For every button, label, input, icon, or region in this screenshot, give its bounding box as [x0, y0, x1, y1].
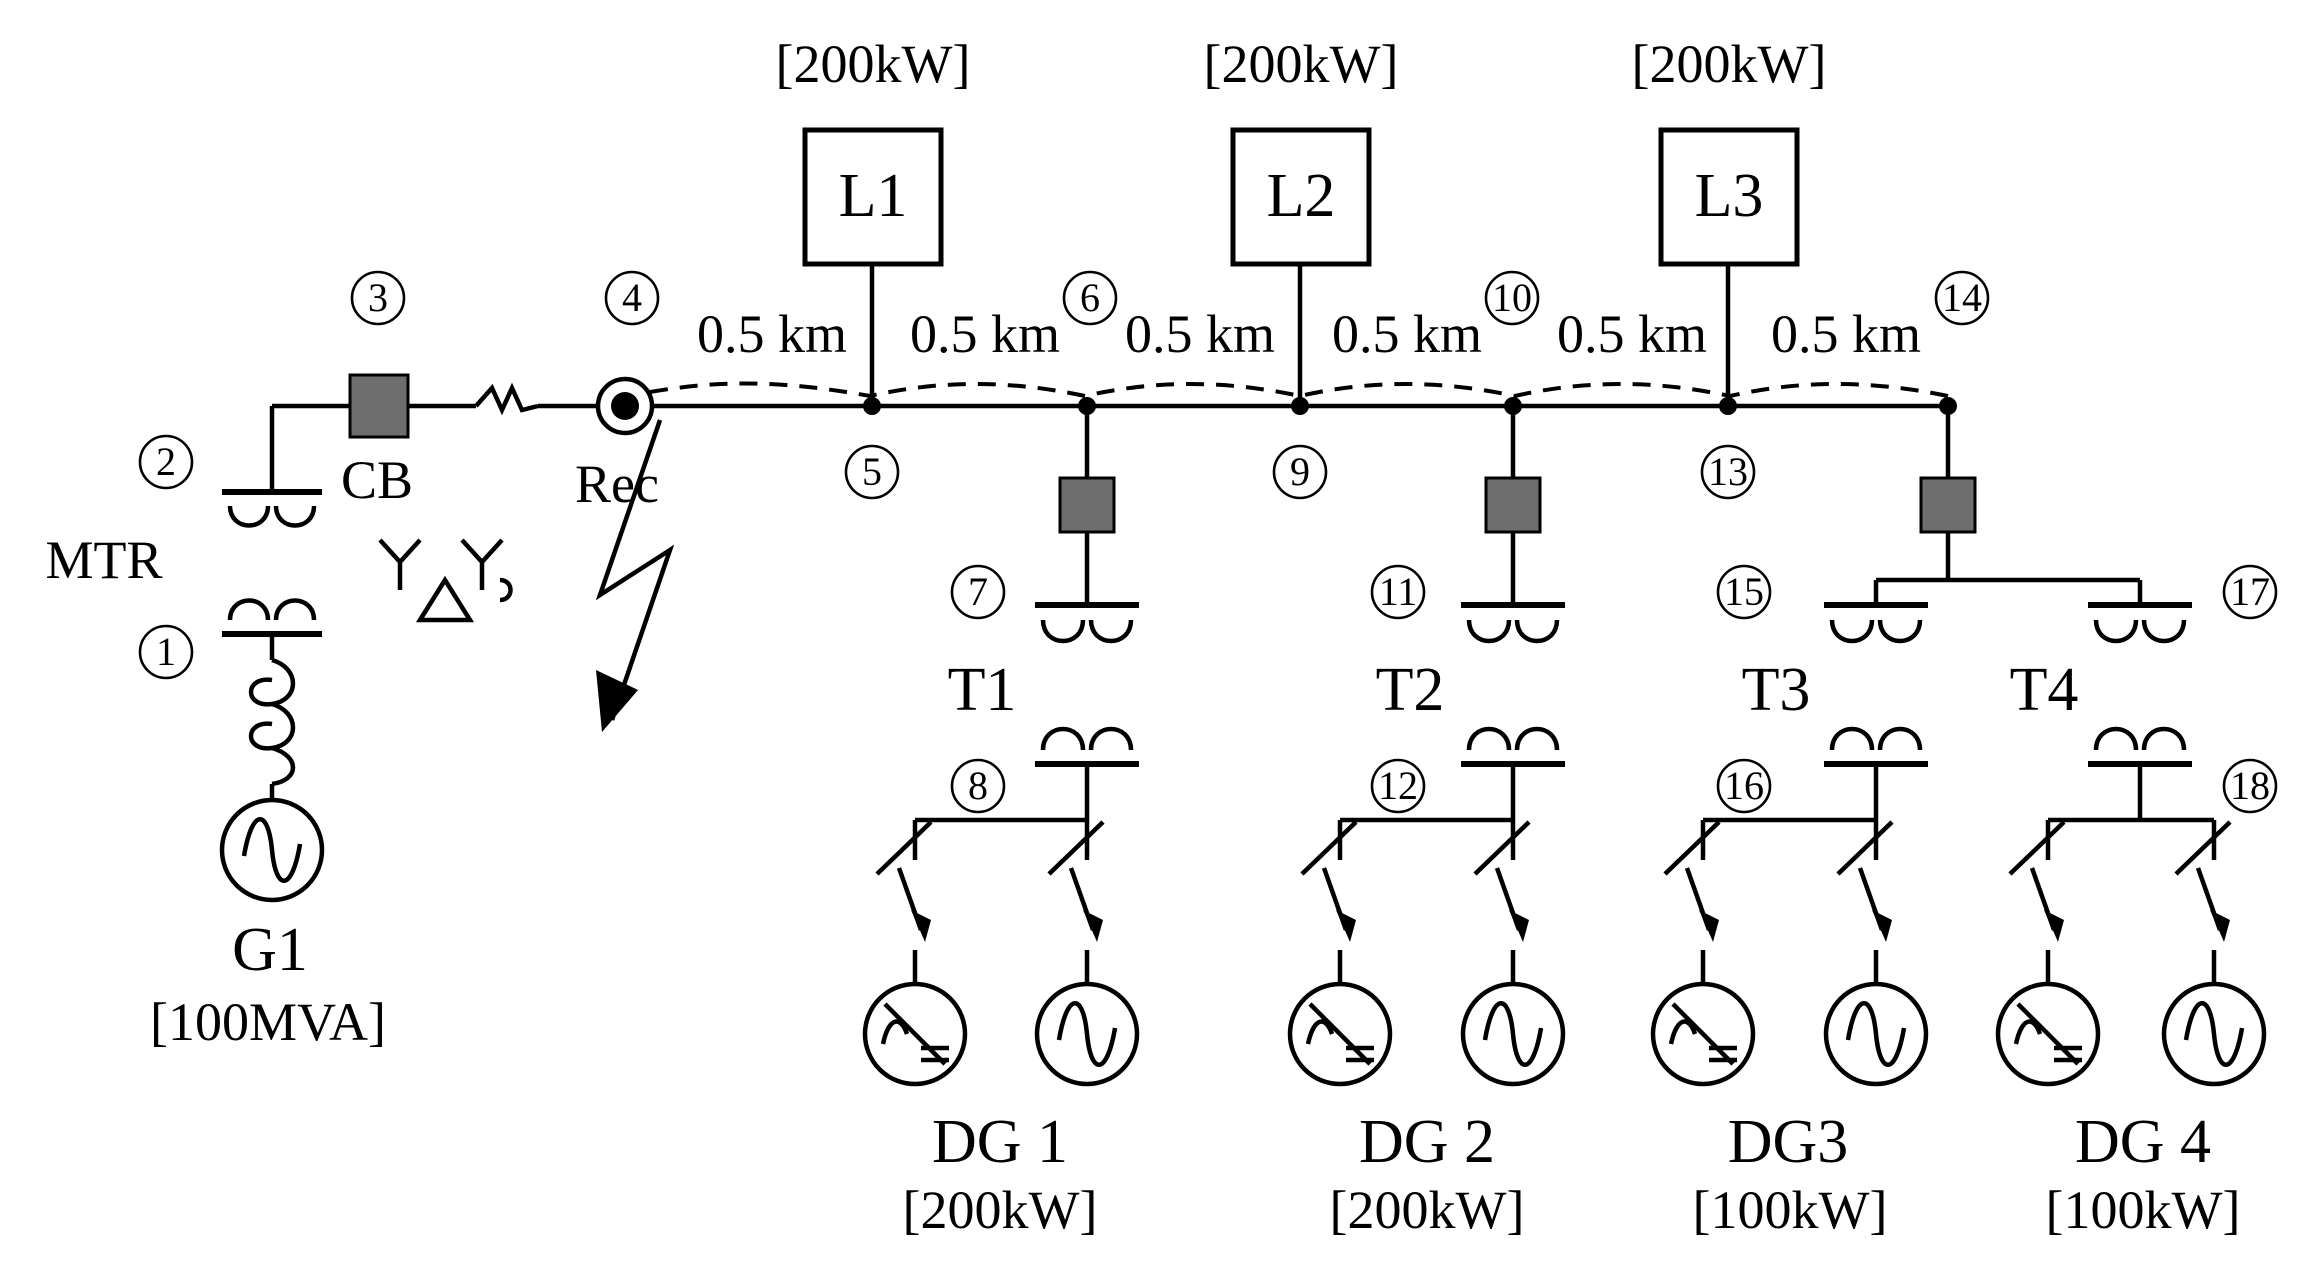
node-number-label: 17: [2230, 569, 2270, 614]
node-number-circle: [2222, 564, 2278, 620]
dg4-pv-source-icon: [1998, 984, 2098, 1084]
segment-length: 0.5 km: [697, 304, 847, 364]
dg4-rating: [100kW]: [2046, 1180, 2241, 1240]
circuit-breaker-cb: [348, 373, 410, 439]
node-number-circle: [138, 624, 194, 680]
node-number-label: 16: [1724, 763, 1764, 808]
node-number-circle: [1370, 564, 1426, 620]
segment-length: 0.5 km: [910, 304, 1060, 364]
dg3-pv-source-icon: [1653, 984, 1753, 1084]
wye-delta-wye-icon: [378, 538, 513, 623]
node-number-circle: [2222, 758, 2278, 814]
grounding-reactor-icon: [248, 657, 296, 787]
node-number-circle: [1370, 758, 1426, 814]
t2-label: T2: [1376, 656, 1445, 724]
node-number-circle: [844, 444, 900, 500]
load-l1: [802, 127, 944, 406]
load-l2: [1230, 127, 1372, 406]
dg3-rating: [100kW]: [1693, 1180, 1888, 1240]
node-number-label: 18: [2230, 763, 2270, 808]
t1-label: T1: [948, 656, 1017, 724]
g1-rating: [100MVA]: [150, 992, 386, 1052]
node-number-label: 1: [156, 629, 176, 674]
segment-length: 0.5 km: [1332, 304, 1482, 364]
dg3-ac-source-icon: [1826, 984, 1926, 1084]
load-l3-rating: [200kW]: [1632, 34, 1827, 94]
t3-t4-branch: [1653, 406, 2264, 1084]
load-l2-name: L2: [1267, 162, 1336, 230]
dg1-pv-source-icon: [865, 984, 965, 1084]
node-number-label: 15: [1724, 569, 1764, 614]
fault-arrow-icon: [595, 419, 675, 721]
node-number-label: 4: [622, 275, 642, 320]
dg2-ac-source-icon: [1463, 984, 1563, 1084]
node-number-circle: [1272, 444, 1328, 500]
node-number-circle: [604, 270, 660, 326]
mtr-label: MTR: [45, 530, 162, 590]
dg1-rating: [200kW]: [903, 1180, 1098, 1240]
node-number-circle: [350, 270, 406, 326]
node-number-label: 14: [1942, 275, 1982, 320]
dg3-label: DG3: [1728, 1108, 1849, 1176]
segment-length: 0.5 km: [1557, 304, 1707, 364]
t4-label: T4: [2010, 656, 2079, 724]
dg4-label: DG 4: [2075, 1108, 2211, 1176]
load-l3: [1658, 127, 1800, 406]
node-number-label: 5: [862, 449, 882, 494]
dg1-label: DG 1: [932, 1108, 1068, 1176]
load-l1-rating: [200kW]: [776, 34, 971, 94]
dg2-rating: [200kW]: [1330, 1180, 1525, 1240]
t3-label: T3: [1742, 656, 1811, 724]
node-number-circle: [950, 564, 1006, 620]
node-number-circle: [1484, 270, 1540, 326]
node-number-label: 2: [156, 439, 176, 484]
node-number-label: 7: [968, 569, 988, 614]
rec-label: Rec: [575, 454, 659, 514]
dg4-ac-source-icon: [2164, 984, 2264, 1084]
cb-label: CB: [341, 450, 413, 510]
node-number-circle: [1716, 758, 1772, 814]
segment-length: 0.5 km: [1125, 304, 1275, 364]
node-number-label: 6: [1080, 275, 1100, 320]
node-number-label: 12: [1378, 763, 1418, 808]
g1-label: G1: [232, 916, 308, 984]
node-number-circle: [1716, 564, 1772, 620]
node-number-circle: [1700, 444, 1756, 500]
node-number-label: 13: [1708, 449, 1748, 494]
node-number-label: 3: [368, 275, 388, 320]
t2-branch: [1290, 406, 1565, 1084]
node-number-circle: [138, 434, 194, 490]
t1-branch: [865, 406, 1139, 1084]
load-l1-name: L1: [839, 162, 908, 230]
node-number-label: 9: [1290, 449, 1310, 494]
node-number-label: 10: [1492, 275, 1532, 320]
load-l3-name: L3: [1695, 162, 1764, 230]
line-break-icon: [474, 382, 539, 416]
g1-generator-icon: [222, 800, 322, 900]
load-l2-rating: [200kW]: [1204, 34, 1399, 94]
dg1-ac-source-icon: [1037, 984, 1137, 1084]
mtr-winding-icon: [227, 505, 317, 528]
dg2-pv-source-icon: [1290, 984, 1390, 1084]
node-number-circle: [1934, 270, 1990, 326]
segment-length: 0.5 km: [1771, 304, 1921, 364]
dg2-label: DG 2: [1359, 1108, 1495, 1176]
node-number-label: 11: [1379, 569, 1418, 614]
node-number-circle: [950, 758, 1006, 814]
node-number-label: 8: [968, 763, 988, 808]
node-number-circle: [1062, 270, 1118, 326]
